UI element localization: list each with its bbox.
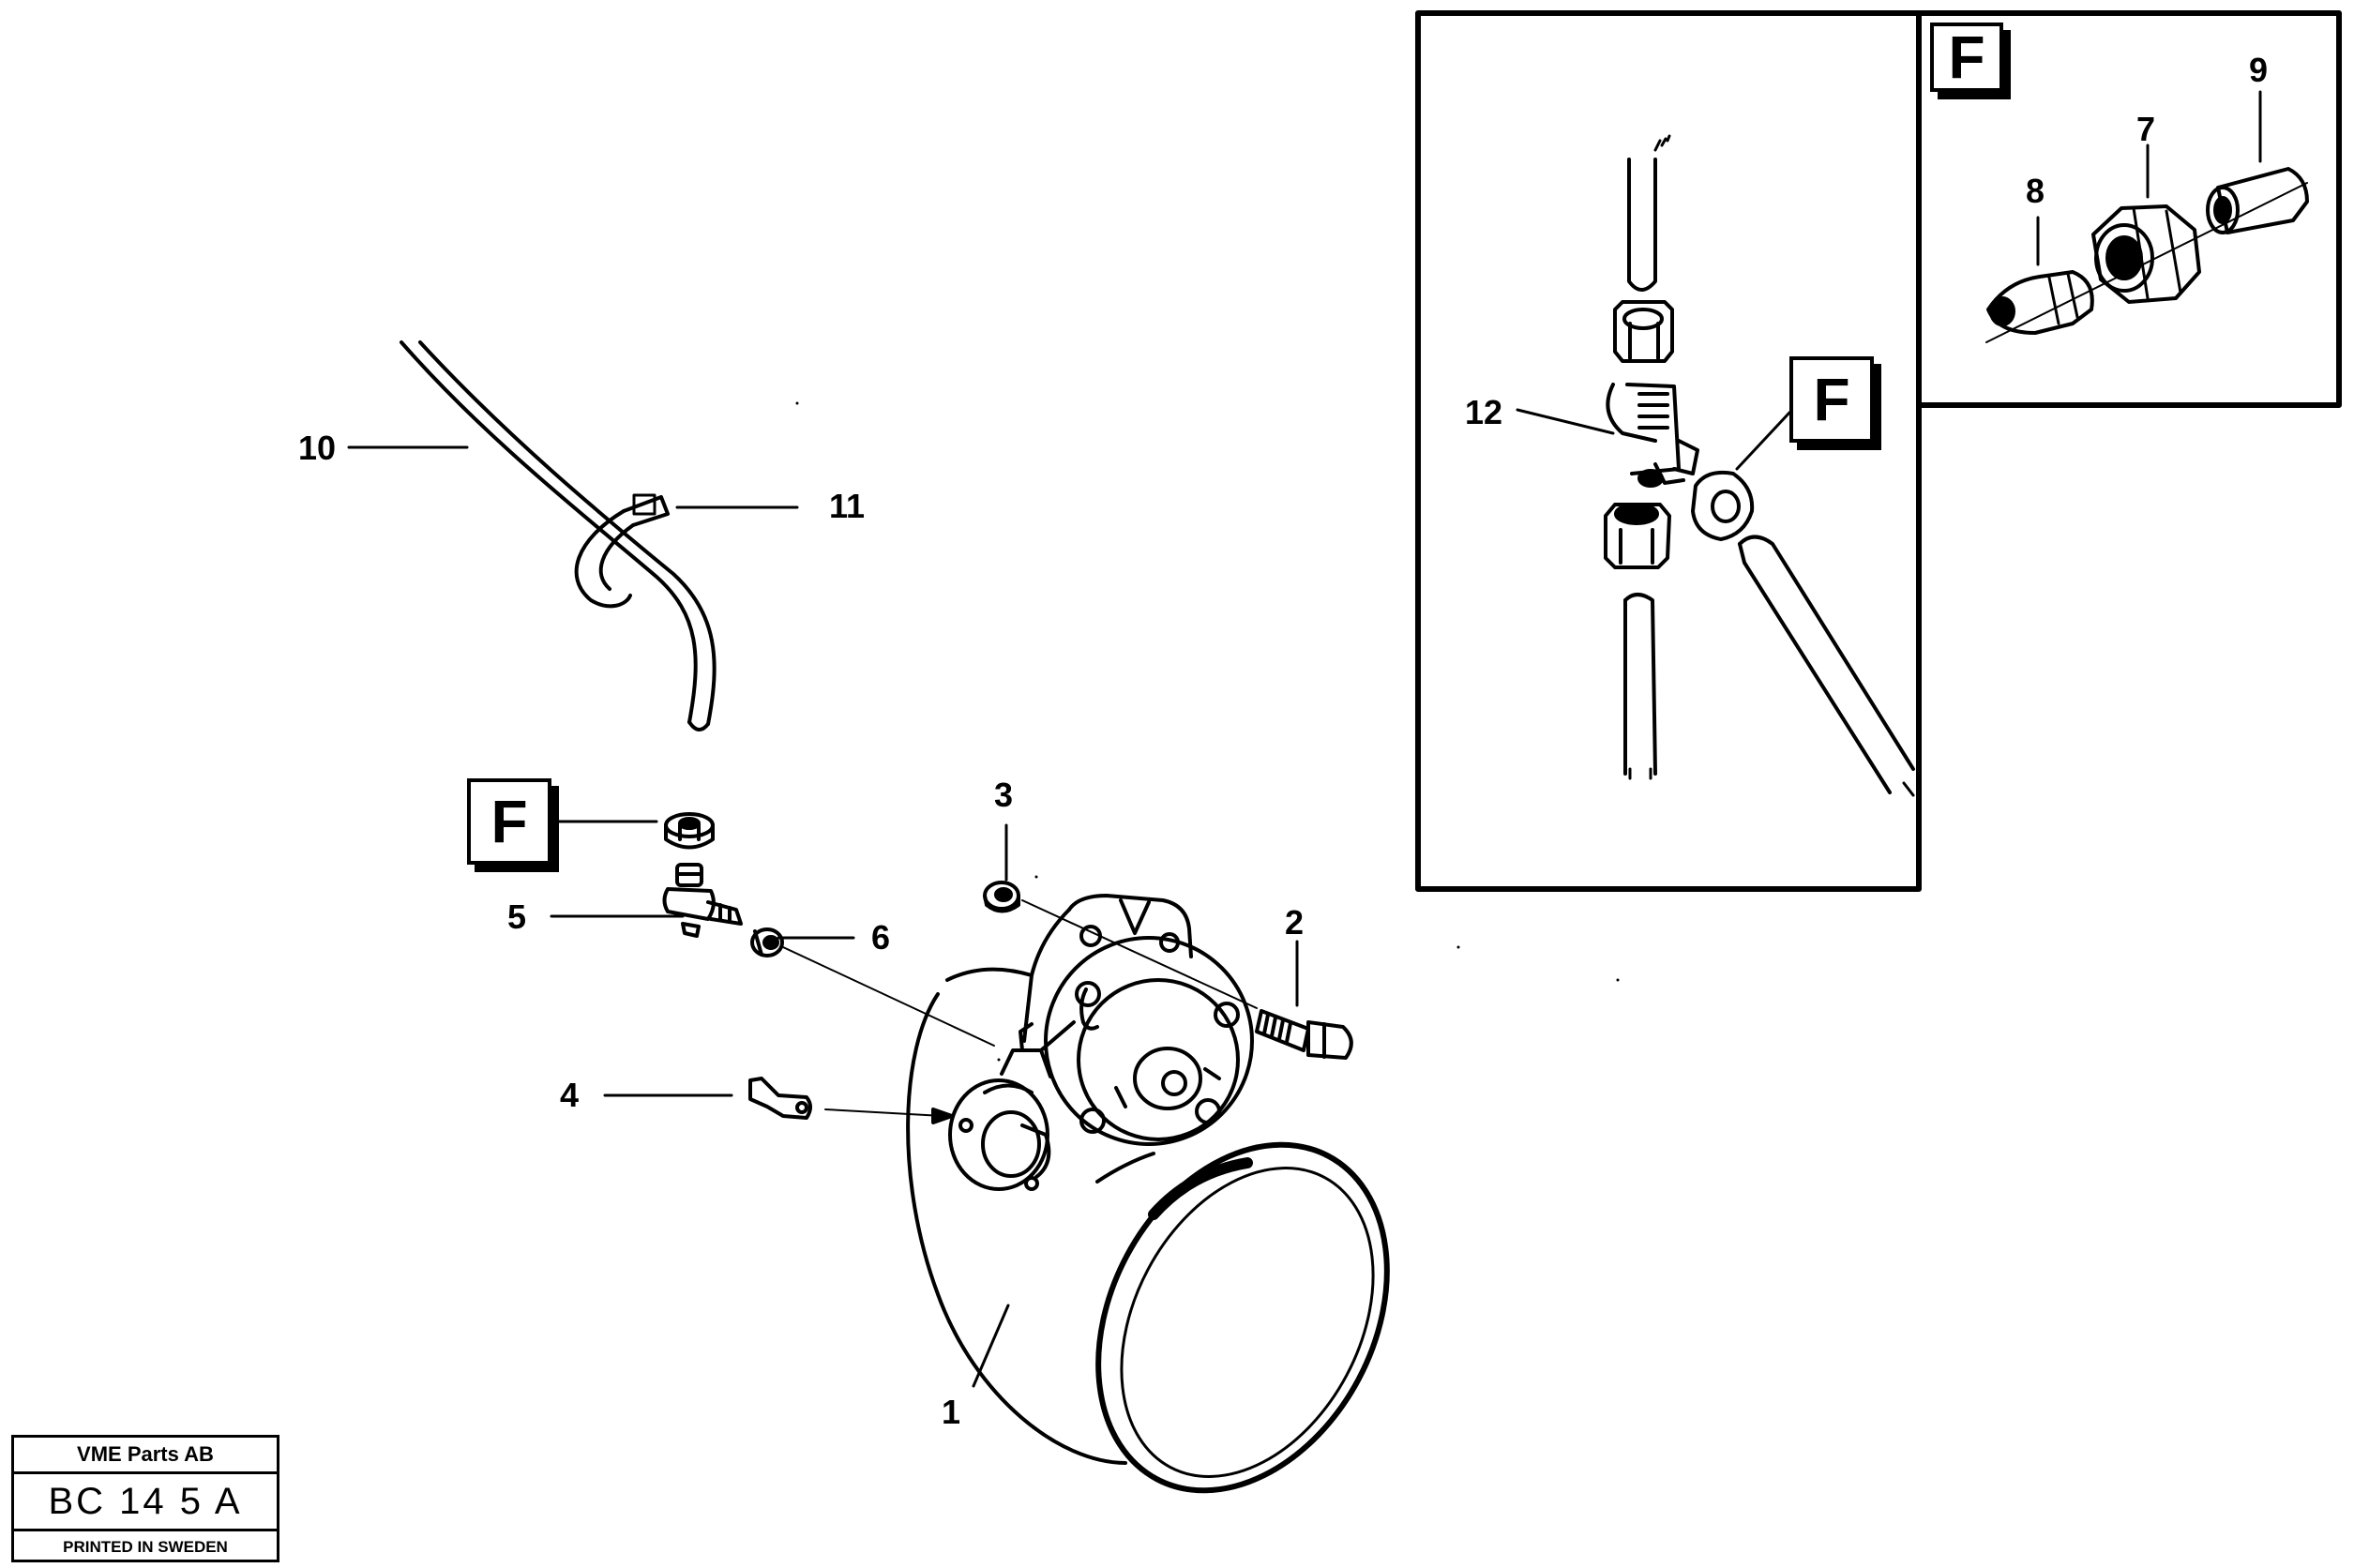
callout-10: 10 <box>298 429 337 467</box>
nut-3 <box>983 881 1020 913</box>
inset-tee-detail <box>1604 134 1915 797</box>
detail-marker-f-corner: F <box>1930 23 2003 92</box>
hose-10 <box>400 340 717 731</box>
callout-4: 4 <box>560 1076 580 1114</box>
diaphragm-housing <box>1022 894 1254 1146</box>
bracket-4 <box>748 1077 954 1124</box>
callout-8: 8 <box>2026 172 2045 210</box>
horn-body-1 <box>906 967 1390 1494</box>
inset-compression-fitting <box>1985 167 2309 343</box>
leader-lines-inset <box>1516 408 1791 471</box>
callout-12: 12 <box>1465 393 1503 431</box>
callout-6: 6 <box>871 918 891 957</box>
tee-fitting-5 <box>662 863 743 938</box>
callout-11: 11 <box>829 487 866 525</box>
clip-11 <box>574 493 670 609</box>
leader-lines-fitting <box>2036 90 2262 266</box>
callout-1: 1 <box>942 1393 961 1431</box>
callout-5: 5 <box>507 897 527 936</box>
title-block-drawing-code: BC 14 5 A <box>14 1474 277 1531</box>
title-block: VME Parts AB BC 14 5 A PRINTED IN SWEDEN <box>11 1435 279 1562</box>
bolt-2 <box>1255 1009 1353 1060</box>
nut-f-main <box>664 812 715 850</box>
leader-lines-main <box>347 445 1299 1388</box>
detail-marker-f-inset: F <box>1789 356 1874 443</box>
nut-6 <box>750 927 784 957</box>
detail-inset-frame-main <box>1415 10 1922 892</box>
title-block-company: VME Parts AB <box>14 1438 277 1474</box>
callout-9: 9 <box>2249 51 2269 89</box>
callout-2: 2 <box>1285 903 1305 942</box>
detail-marker-f-main: F <box>467 778 551 865</box>
callout-3: 3 <box>994 776 1014 814</box>
callout-7: 7 <box>2136 110 2156 148</box>
assembly-line-6 <box>782 946 995 1047</box>
detail-inset-frame-fitting <box>1916 10 2342 408</box>
valve-unit <box>948 1020 1076 1191</box>
title-block-printed: PRINTED IN SWEDEN <box>63 1537 228 1556</box>
